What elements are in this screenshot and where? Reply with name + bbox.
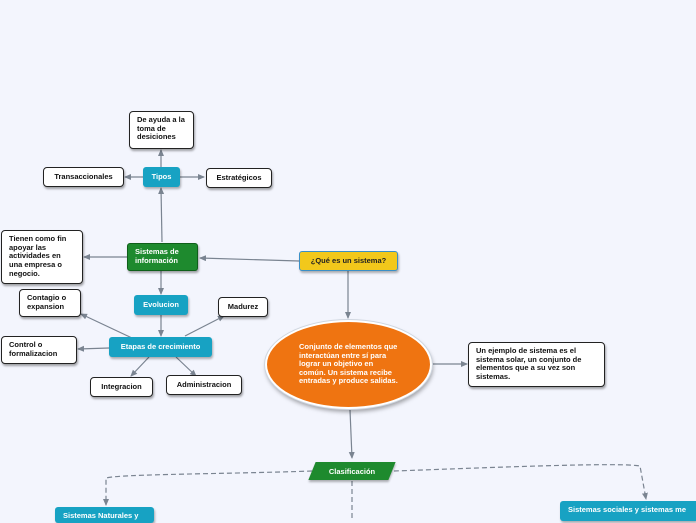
node-etapas-crecimiento[interactable]: Etapas de crecimiento [109,337,212,357]
node-madurez-label: Madurez [227,301,259,311]
link-sistemas-info-to-tipos [158,187,165,243]
node-administracion[interactable]: Administracion [166,375,242,395]
node-sistemas-informacion[interactable]: Sistemas de información [127,243,198,271]
link-etapas-to-contagio [80,313,133,339]
link-etapas-to-control [77,345,110,352]
link-etapas-to-administracion [175,356,197,377]
node-contagio[interactable]: Contagio o expansion [19,289,81,317]
node-estrategicos-label: Estratégicos [216,172,262,182]
node-tienen-fin-label: Tienen como fin apoyar las actividades e… [9,234,67,278]
node-transaccionales-label: Transaccionales [54,171,113,181]
node-etapas-crecimiento-label: Etapas de crecimiento [120,341,201,351]
node-de-ayuda[interactable]: De ayuda a la toma de desiciones [129,111,194,149]
link-clasificacion-to-sociales [393,464,648,500]
node-de-ayuda-label: De ayuda a la toma de desiciones [137,115,185,142]
link-etapas-to-madurez [184,315,225,337]
link-definicion-to-clasificacion [348,409,355,459]
node-contagio-label: Contagio o expansion [27,293,67,311]
node-control-label: Control o formalizacion [9,340,58,358]
node-sistemas-naturales[interactable]: Sistemas Naturales y [55,507,154,523]
node-clasificacion[interactable]: Clasificación [312,462,392,480]
node-tipos[interactable]: Tipos [143,167,180,187]
node-clasificacion-label: Clasificación [328,466,376,476]
node-ejemplo-label: Un ejemplo de sistema es el sistema sola… [476,346,582,381]
link-etapas-to-integracion [130,356,150,377]
link-que-es-to-sistemas-info [199,255,300,262]
node-transaccionales[interactable]: Transaccionales [43,167,124,187]
node-sistemas-sociales[interactable]: Sistemas sociales y sistemas me [560,501,696,521]
node-sistemas-sociales-label: Sistemas sociales y sistemas me [568,505,686,514]
node-ejemplo[interactable]: Un ejemplo de sistema es el sistema sola… [468,342,605,387]
link-clasificacion-to-naturales [103,470,313,506]
node-tienen-fin[interactable]: Tienen como fin apoyar las actividades e… [1,230,83,284]
node-evolucion-label: Evolucion [143,299,179,309]
node-integracion-label: Integracion [101,381,142,391]
node-madurez[interactable]: Madurez [218,297,268,317]
node-sistemas-informacion-label: Sistemas de información [135,247,179,265]
node-definicion[interactable]: Conjunto de elementos que interactúan en… [265,320,432,409]
node-definicion-label: Conjunto de elementos que interactúan en… [299,341,398,386]
node-estrategicos[interactable]: Estratégicos [206,168,272,188]
node-que-es-sistema[interactable]: ¿Qué es un sistema? [299,251,398,271]
node-control[interactable]: Control o formalizacion [1,336,77,364]
node-tipos-label: Tipos [151,171,172,181]
node-que-es-sistema-label: ¿Qué es un sistema? [310,255,387,265]
node-integracion[interactable]: Integracion [90,377,153,397]
node-administracion-label: Administracion [176,379,232,389]
node-sistemas-naturales-label: Sistemas Naturales y [63,511,139,520]
node-evolucion[interactable]: Evolucion [134,295,188,315]
